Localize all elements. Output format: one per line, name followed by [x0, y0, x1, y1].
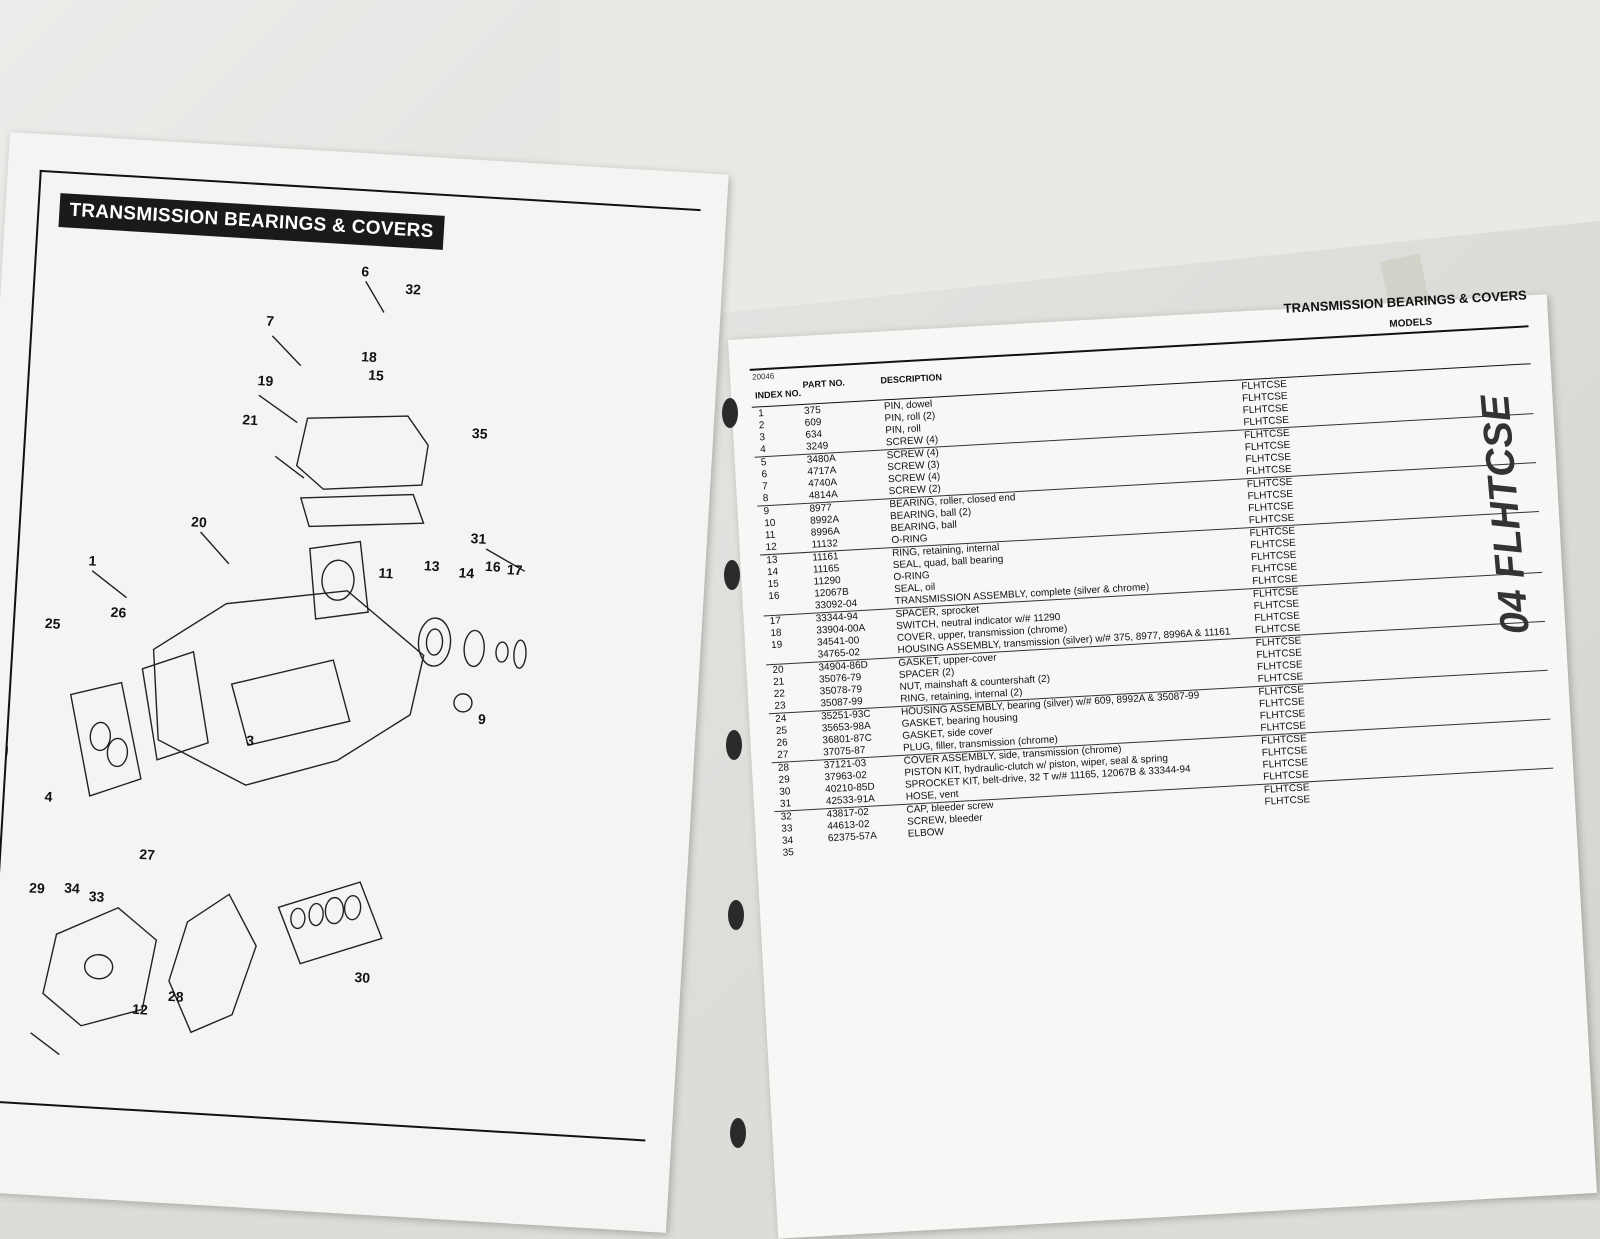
- callout-32: 32: [405, 281, 422, 298]
- right-page: TRANSMISSION BEARINGS & COVERS MODELS 20…: [728, 287, 1597, 1239]
- callout-7: 7: [266, 313, 275, 329]
- callout-4: 4: [44, 788, 53, 804]
- description-header: DESCRIPTION: [880, 372, 943, 386]
- callout-3: 3: [246, 732, 255, 748]
- binder-hole: [724, 560, 740, 590]
- callout-17: 17: [506, 561, 523, 578]
- callout-14: 14: [458, 564, 475, 581]
- upper-cover-shape: [295, 415, 429, 490]
- binder-hole: [722, 398, 738, 428]
- upper-gasket-shape: [299, 493, 425, 528]
- callout-12: 12: [132, 1001, 149, 1018]
- figure-id: 20046: [751, 371, 775, 382]
- callout-13: 13: [424, 557, 441, 574]
- callout-20: 20: [191, 513, 208, 530]
- callout-8: 8: [0, 747, 3, 763]
- binder-hole: [728, 900, 744, 930]
- callout-26: 26: [110, 604, 127, 621]
- bearing-housing-shape: [69, 681, 142, 797]
- callout-1: 1: [88, 552, 97, 568]
- callout-25: 25: [44, 615, 61, 632]
- callout-15: 15: [368, 367, 385, 384]
- callout-31: 31: [470, 530, 487, 547]
- callout-33: 33: [88, 888, 105, 905]
- callout-18: 18: [361, 348, 378, 365]
- side-gasket-shape: [141, 650, 209, 761]
- callout-28: 28: [168, 988, 185, 1005]
- lower-gasket-shape: [168, 893, 257, 1034]
- callout-9: 9: [478, 711, 487, 727]
- models-header: MODELS: [1389, 316, 1433, 331]
- diagram-frame: TRANSMISSION BEARINGS & COVERS: [0, 169, 701, 1142]
- callout-21: 21: [242, 411, 259, 428]
- callout-11: 11: [378, 565, 394, 582]
- table-top-rule: [749, 325, 1529, 371]
- callout-6-top: 6: [361, 263, 370, 279]
- callout-34: 34: [64, 880, 81, 897]
- exploded-parts-diagram: 6 32 7 18 15 19 35 21 31 20 13 14 16 17 …: [0, 263, 527, 1056]
- callout-35: 35: [471, 425, 488, 442]
- left-page: TRANSMISSION BEARINGS & COVERS: [0, 132, 729, 1233]
- callout-30: 30: [354, 969, 371, 986]
- index-header: INDEX NO.: [754, 388, 802, 401]
- callout-19: 19: [257, 372, 274, 389]
- side-cover-shape: [42, 906, 158, 1027]
- housing-tower-shape: [309, 540, 369, 620]
- housing-shape: [152, 590, 425, 786]
- callout-16: 16: [485, 558, 502, 575]
- callout-27: 27: [139, 846, 156, 863]
- binder-hole: [726, 730, 742, 760]
- part-header: PART NO.: [802, 377, 846, 390]
- binder-hole: [730, 1118, 746, 1148]
- callout-29: 29: [29, 879, 46, 896]
